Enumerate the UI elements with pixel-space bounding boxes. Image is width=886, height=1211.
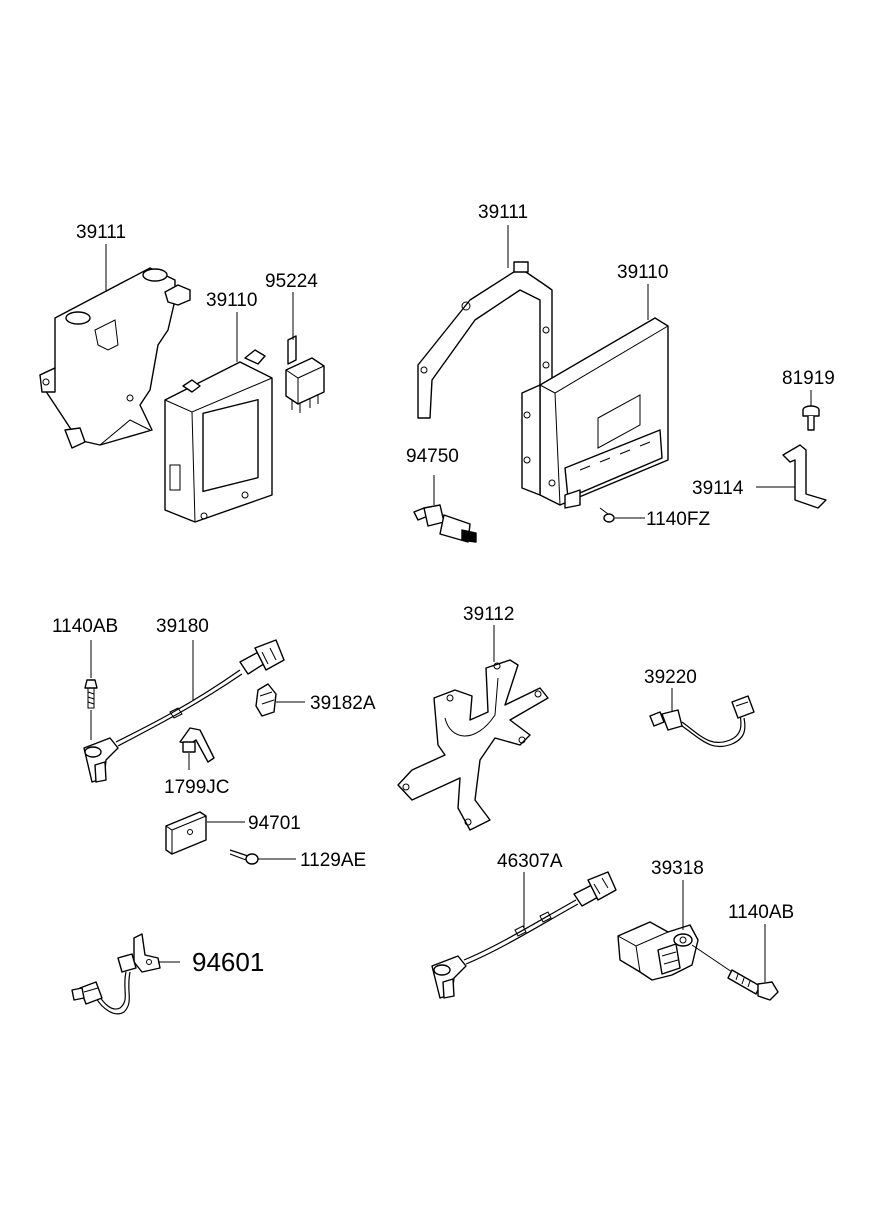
o2-sensor-left	[71, 933, 161, 1015]
cam-sensor	[617, 921, 699, 981]
temp-sensor	[413, 475, 477, 543]
crank-sensor	[83, 639, 285, 783]
screw-ecu	[599, 507, 615, 523]
wire-clip	[179, 727, 215, 763]
label-o2-sensor-left: 94601	[192, 947, 264, 977]
label-bolt-plate: 1129AE	[300, 850, 366, 871]
label-bracket-mid: 39112	[463, 604, 514, 625]
label-screw-ecu: 1140FZ	[646, 509, 710, 530]
label-cam-sensor: 39318	[651, 858, 704, 879]
relay	[285, 335, 325, 413]
bracket-top	[417, 261, 553, 419]
label-ecu-cover-left: 39111	[76, 222, 126, 243]
plate	[165, 811, 207, 855]
bolt-right	[802, 405, 820, 431]
label-ecu-right: 39110	[617, 262, 668, 283]
label-plate: 94701	[248, 813, 301, 834]
clip-bracket	[782, 444, 827, 509]
label-bolt-left: 1140AB	[52, 616, 118, 637]
label-wire-clip: 1799JC	[164, 777, 230, 798]
o2-sensor-right	[649, 695, 755, 748]
label-temp-sensor: 94750	[406, 446, 459, 467]
bolt-left	[84, 679, 98, 709]
ecu-cover-left	[39, 267, 191, 449]
label-bracket-top: 39111	[478, 202, 528, 223]
label-o2-sensor-right: 39220	[644, 667, 697, 688]
label-crank-sensor: 39180	[156, 616, 209, 637]
label-relay: 95224	[265, 271, 318, 292]
speed-sensor	[431, 871, 617, 999]
bolt-cam	[691, 944, 779, 1001]
label-bolt-right: 81919	[782, 368, 835, 389]
label-clip-bracket: 39114	[692, 478, 744, 499]
bolt-plate	[229, 849, 259, 865]
connector-clip	[255, 683, 277, 717]
ecu-right	[521, 317, 669, 509]
label-bolt-cam: 1140AB	[728, 902, 794, 923]
label-connector-clip: 39182A	[310, 693, 376, 714]
bracket-mid	[397, 659, 549, 831]
label-ecu-left: 39110	[206, 290, 257, 311]
label-speed-sensor: 46307A	[497, 851, 563, 872]
ecu-left	[164, 349, 273, 523]
